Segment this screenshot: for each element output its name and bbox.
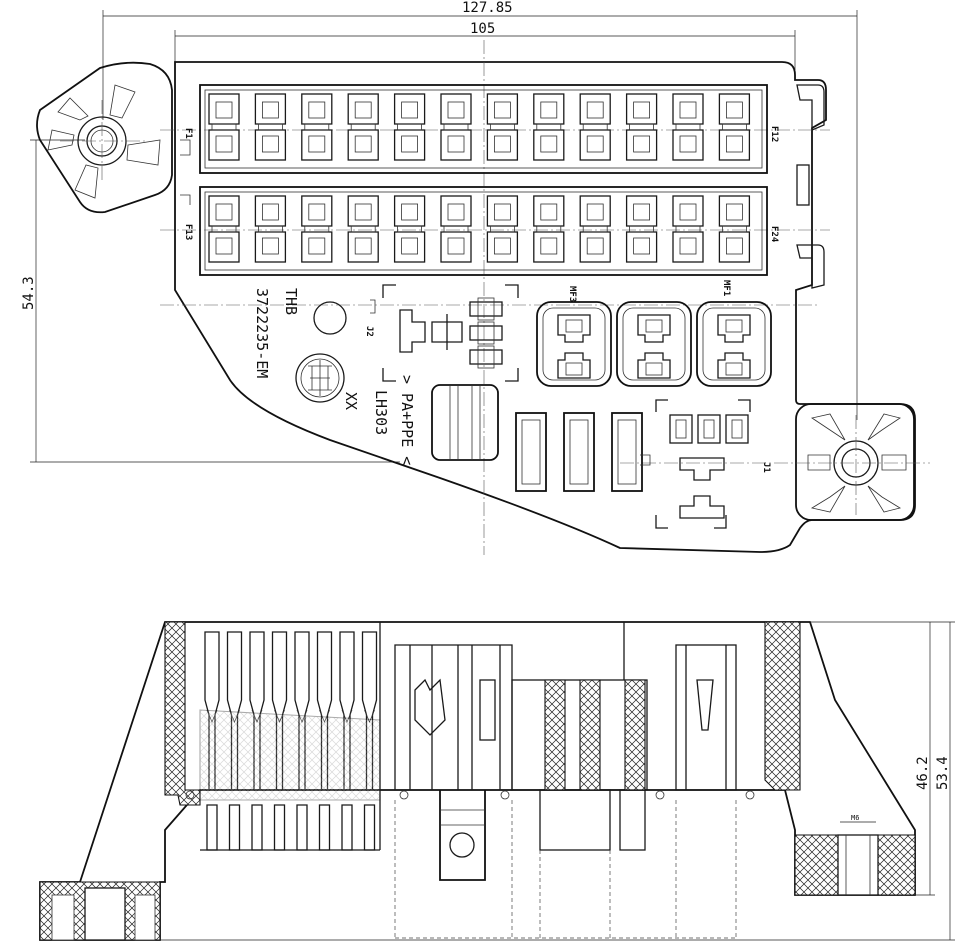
marking-maker: THB (282, 288, 300, 315)
marking-rev: XX (342, 392, 360, 410)
fuse-label-f12: F12 (769, 126, 779, 142)
fuse-slot (533, 195, 565, 263)
left-height-dimension: 54.3 (21, 139, 400, 463)
upper-fuse-slots (208, 93, 751, 161)
fuse-block-lower (199, 186, 768, 276)
fuse-slot (393, 93, 426, 161)
section-view: M6 (39, 621, 916, 941)
fuse-slot (579, 195, 611, 263)
maxi-fuse (431, 384, 499, 461)
fuse-slot (301, 195, 333, 263)
dim-inner-width: 105 (470, 21, 495, 37)
fuse-block-upper (199, 84, 768, 174)
manufacturer-logo (295, 353, 345, 403)
top-dimensions: 127.85 105 (102, 0, 858, 420)
section-height-dimensions: 46.2 53.4 (160, 621, 955, 941)
fuse-slot (440, 195, 472, 263)
fuse-slot (254, 93, 287, 161)
fuse-slot (208, 195, 240, 263)
fuse-slot (208, 93, 240, 161)
fuse-slot (486, 93, 519, 161)
connector-label-j2: J2 (364, 326, 374, 337)
fuse-slot (254, 195, 287, 263)
fuse-label-f1: F1 (183, 128, 193, 139)
dim-thread: M6 (851, 814, 859, 822)
relay-mf3: MF3 (536, 286, 612, 387)
top-view: F1 F12 F13 F24 MF3 (36, 40, 930, 555)
connector-j2: J2 (364, 284, 519, 382)
dim-overall-width: 127.85 (462, 0, 513, 16)
marking-material: > PA+PPE < (398, 375, 416, 465)
fuse-slot (718, 93, 751, 161)
fuse-slot (672, 195, 704, 263)
fuse-slot (625, 195, 658, 263)
fuse-slot (672, 93, 704, 161)
fuse-slot (486, 195, 519, 263)
fuse-slot (625, 93, 658, 161)
fuse-slot (301, 93, 333, 161)
dim-height-right-a: 46.2 (915, 756, 931, 790)
marking-code: LH303 (372, 390, 390, 435)
dim-height-right-b: 53.4 (935, 756, 951, 790)
dim-height-left: 54.3 (21, 276, 37, 310)
relay-label-mf3: MF3 (567, 286, 577, 302)
fuse-slot (440, 93, 472, 161)
connector-label-j1: J1 (761, 462, 771, 473)
section-maxi-fuse (511, 679, 648, 851)
fuse-label-f13: F13 (183, 224, 193, 240)
fuse-label-f24: F24 (769, 226, 779, 243)
relay-mf1: MF1 (696, 280, 772, 387)
fuse-slot (533, 93, 565, 161)
section-relay-terminals (394, 644, 513, 881)
connector-j1: J1 (640, 399, 771, 529)
relay-mf2 (616, 301, 692, 387)
vertical-fuse-holders (515, 412, 643, 492)
section-fuse-terminals (199, 622, 381, 851)
fuse-slot (393, 195, 426, 263)
lower-fuse-slots (208, 195, 751, 263)
marking-part-number: 3722235-EM (253, 288, 271, 378)
fuse-slot (579, 93, 611, 161)
fuse-slot (718, 195, 751, 263)
fuse-slot (347, 195, 379, 263)
fuse-slot (347, 93, 379, 161)
section-right-terminal (623, 622, 737, 791)
relay-label-mf1: MF1 (721, 280, 731, 296)
